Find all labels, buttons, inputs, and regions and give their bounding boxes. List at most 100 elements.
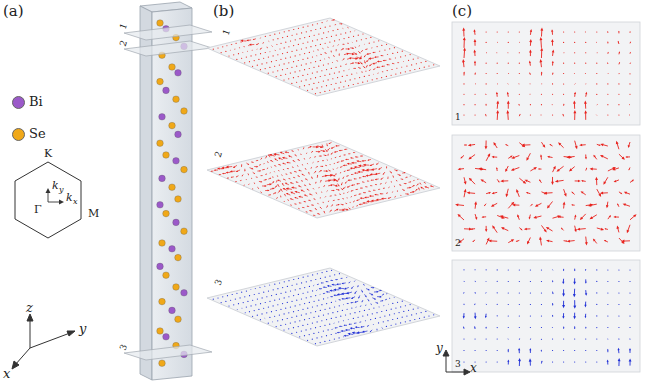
spin-arrow (339, 193, 340, 195)
spin-dot (424, 67, 425, 68)
spin-arrow (338, 199, 340, 200)
spin-dot (271, 311, 272, 312)
spin-arrowhead (355, 47, 357, 49)
spin-arrowhead (347, 27, 349, 29)
spin-arrowhead (272, 321, 273, 322)
spin-dot (261, 63, 262, 64)
spin-arrowhead (315, 181, 317, 182)
spin-arrowhead (330, 296, 331, 297)
spin-arrow (367, 59, 369, 61)
spin-arrow (309, 184, 311, 186)
spin-dot (310, 280, 311, 281)
spin-arrowhead (309, 183, 310, 185)
spin-dot (304, 53, 305, 54)
spin-arrowhead (240, 40, 243, 42)
spin-arrowhead (331, 195, 332, 197)
spin-arrowhead (374, 194, 376, 196)
spin-dot (301, 48, 302, 49)
spin-arrowhead (348, 324, 350, 325)
spin-arrow (291, 204, 292, 206)
spin-arrowhead (384, 182, 386, 184)
spin-arrowhead (518, 83, 519, 84)
spin-arrowhead (463, 37, 466, 40)
spin-arrow (314, 171, 316, 173)
spin-arrowhead (341, 298, 343, 300)
spin-dot (279, 314, 280, 315)
spin-arrow (395, 196, 396, 198)
spin-arrowhead (346, 208, 348, 210)
spin-arrowhead (392, 177, 394, 178)
spin-arrowhead (496, 110, 499, 113)
spin-dot (284, 31, 285, 32)
spin-arrow (401, 178, 403, 179)
spin-dot (343, 86, 344, 87)
spin-arrowhead (629, 51, 631, 53)
spin-dot (285, 42, 286, 43)
spin-arrowhead (343, 164, 345, 166)
spin-arrowhead (374, 298, 376, 300)
atom (175, 254, 182, 261)
spin-arrowhead (396, 180, 398, 182)
spin-dot (309, 36, 310, 37)
spin-dot (265, 68, 266, 69)
spin-arrow (331, 153, 333, 154)
spin-dot (287, 302, 288, 303)
spin-dot (306, 313, 307, 314)
spin-dot (340, 82, 341, 83)
spin-dot (629, 83, 630, 84)
spin-arrow (355, 47, 357, 48)
spin-arrow (289, 178, 291, 180)
spin-arrowhead (294, 191, 297, 193)
spin-dot (310, 62, 311, 63)
spin-dot (391, 309, 392, 310)
spin-arrowhead (388, 197, 390, 198)
spin-arrowhead (347, 163, 349, 165)
spin-arrow (383, 172, 385, 174)
spin-arrow (370, 64, 372, 66)
spin-arrowhead (331, 184, 333, 186)
spin-arrowhead (233, 166, 235, 168)
spin-arrowhead (333, 190, 335, 191)
spin-arrow (355, 291, 357, 293)
spin-arrow (265, 174, 266, 175)
spin-dot (386, 76, 387, 77)
spin-dot (312, 306, 313, 307)
spin-arrow (326, 159, 328, 161)
spin-arrowhead (474, 61, 476, 63)
spin-dot (313, 67, 314, 68)
spin-arrow (360, 305, 361, 307)
spin-arrow (253, 172, 255, 173)
spin-arrow (268, 194, 270, 195)
spin-arrowhead (341, 292, 344, 295)
spin-arrowhead (266, 47, 268, 49)
spin-arrowhead (584, 101, 587, 104)
spin-dot (342, 310, 343, 311)
spin-arrow (343, 336, 345, 337)
spin-dot (282, 37, 283, 38)
spin-dot (306, 47, 307, 48)
spin-arrowhead (242, 52, 243, 53)
spin-arrowhead (251, 178, 253, 180)
spin-dot (254, 294, 255, 295)
spin-arrowhead (358, 297, 359, 299)
spin-arrowhead (274, 165, 275, 167)
spin-dot (230, 300, 231, 301)
spin-arrow (318, 214, 320, 215)
spin-arrowhead (508, 73, 509, 74)
spin-dot (339, 39, 340, 40)
spin-dot (271, 295, 272, 296)
spin-arrowhead (297, 159, 299, 160)
spin-dot (331, 334, 332, 335)
spin-arrow (301, 180, 303, 182)
spin-arrow (401, 67, 403, 68)
spin-dot (392, 319, 393, 320)
spin-arrow (267, 162, 269, 163)
spin-dot (296, 316, 297, 317)
spin-dot (335, 83, 336, 84)
spin-dot (254, 310, 255, 311)
spin-arrow (341, 49, 343, 50)
spin-arrowhead (313, 215, 314, 216)
spin-arrow (607, 73, 608, 75)
spin-arrowhead (362, 176, 364, 178)
spin-arrowhead (529, 72, 530, 73)
